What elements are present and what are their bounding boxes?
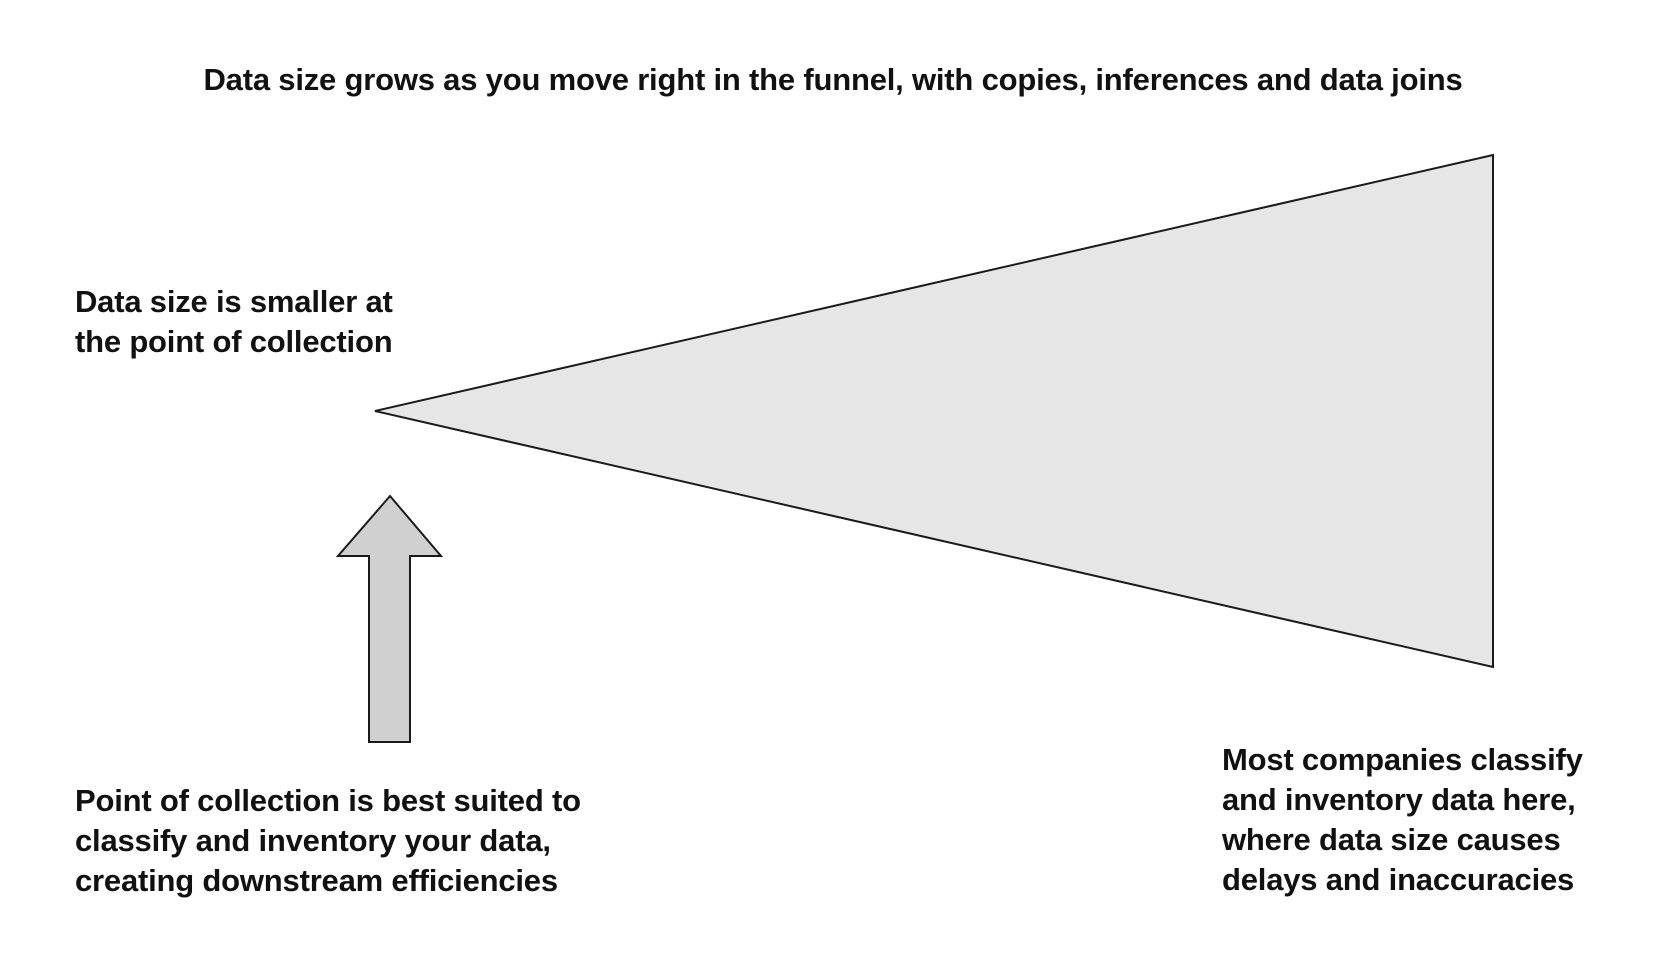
best-practice-note-line: classify and inventory your data, xyxy=(75,823,551,858)
best-practice-note-line: creating downstream efficiencies xyxy=(75,863,558,898)
collection-note: Data size is smaller at the point of col… xyxy=(75,282,393,362)
common-practice-note-line: delays and inaccuracies xyxy=(1222,862,1575,897)
collection-note-line: the point of collection xyxy=(75,324,393,359)
headline: Data size grows as you move right in the… xyxy=(203,62,1463,97)
best-practice-note: Point of collection is best suited to cl… xyxy=(75,781,581,901)
common-practice-note-line: where data size causes xyxy=(1222,822,1561,857)
best-practice-note-line: Point of collection is best suited to xyxy=(75,783,581,818)
common-practice-note-line: and inventory data here, xyxy=(1222,782,1576,817)
data-funnel xyxy=(374,153,1494,669)
common-practice-note: Most companies classify and inventory da… xyxy=(1222,740,1583,900)
collection-note-line: Data size is smaller at xyxy=(75,284,393,319)
point-of-collection-arrow xyxy=(335,494,444,743)
common-practice-note-line: Most companies classify xyxy=(1222,742,1583,777)
